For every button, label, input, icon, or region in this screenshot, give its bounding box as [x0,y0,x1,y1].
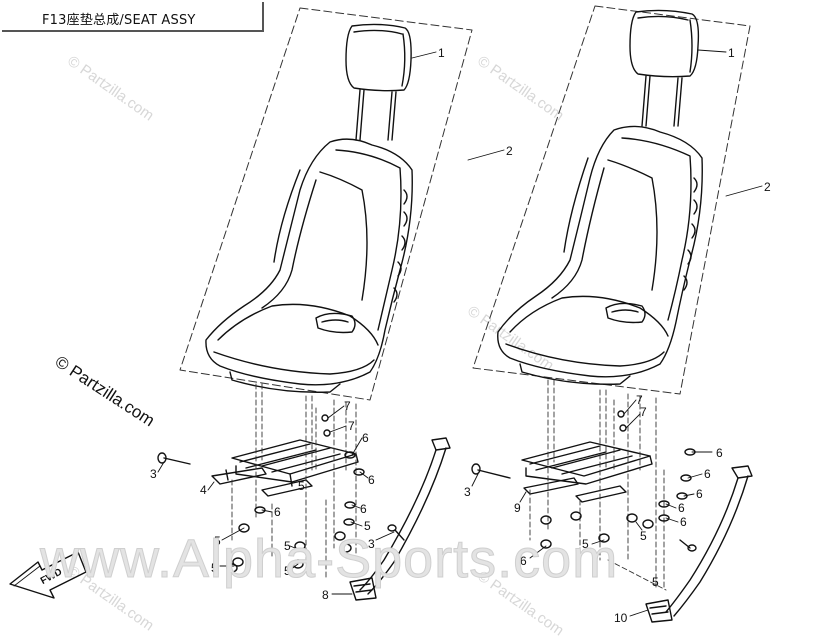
callout-right-7b: 7 [640,405,647,419]
left-bolt-3 [157,452,405,541]
callout-left-8: 8 [322,588,329,602]
callout-left-6b: 6 [368,473,375,487]
fwd-arrow [9,551,87,599]
callout-left-5f: 5 [284,564,291,578]
left-seat-belt [349,437,451,601]
callout-right-6d: 6 [678,501,685,515]
alpha-sports-watermark: www.Alpha-Sports.com [39,529,619,590]
callout-right-6a: 6 [716,446,723,460]
left-guide-lines [231,383,357,581]
callout-right-6c: 6 [696,487,703,501]
callout-right-9: 9 [514,501,521,515]
callout-right-5b: 5 [582,537,589,551]
right-bolt-3 [471,463,697,552]
right-fasteners [540,410,696,549]
left-headrest [345,23,412,141]
left-leader-lines [157,51,505,595]
left-fasteners [226,414,365,573]
callout-left-6d: 6 [360,502,367,516]
left-seat-rail-frame [211,439,359,497]
right-seat-outline-box [472,5,751,395]
callout-right-10: 10 [614,611,628,625]
right-seat-body [497,125,703,385]
right-seat-belt [645,465,753,623]
title-box: F13座垫总成/SEAT ASSY [2,2,264,32]
right-headrest [629,9,700,127]
callout-right-2: 2 [764,180,771,194]
right-seat-assembly [471,5,763,623]
callout-left-5d: 5 [284,539,291,553]
callout-left-3b: 3 [368,537,375,551]
callout-left-6c: 6 [274,505,281,519]
callout-left-6a: 6 [362,431,369,445]
callout-left-3a: 3 [150,467,157,481]
right-leader-lines [471,49,763,617]
diagram-title: F13座垫总成/SEAT ASSY [42,13,196,28]
callout-left-5a: 5 [298,479,305,493]
callout-left-4: 4 [200,483,207,497]
left-seat-outline-box [179,7,473,401]
left-seat-assembly [157,7,505,601]
callout-left-1: 1 [438,46,445,60]
callout-right-5c: 5 [652,575,659,589]
left-seat-body [205,138,413,393]
callout-left-5c: 5 [214,534,221,548]
callout-right-6f: 6 [520,554,527,568]
callout-left-5b: 5 [364,519,371,533]
callout-right-6b: 6 [704,467,711,481]
callout-left-5e: 5 [211,561,218,575]
callout-right-6e: 6 [680,515,687,529]
right-seat-rail-frame [521,441,653,503]
callout-right-5a: 5 [640,529,647,543]
callout-right-7a: 7 [636,393,643,407]
callout-left-2: 2 [506,144,513,158]
callout-right-3: 3 [464,485,471,499]
right-guide-lines [529,379,667,591]
callout-right-1: 1 [728,46,735,60]
callout-left-7b: 7 [348,419,355,433]
callout-left-7a: 7 [344,399,351,413]
